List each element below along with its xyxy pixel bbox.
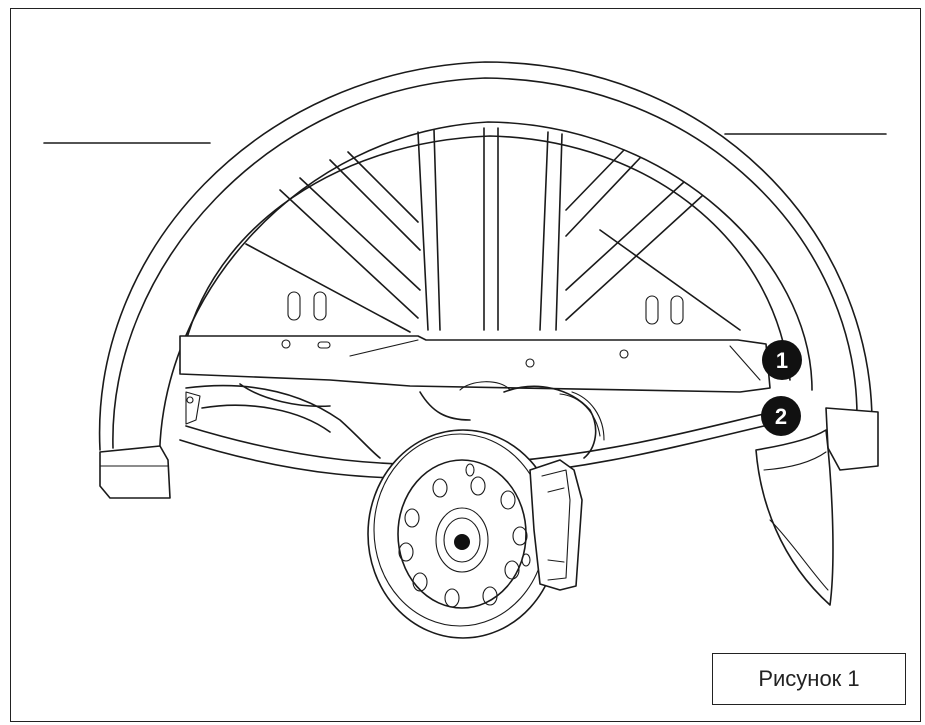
callout-1: 1: [762, 340, 802, 380]
brake-caliper: [530, 460, 582, 590]
figure-caption: Рисунок 1: [712, 653, 906, 705]
crossmember: [180, 336, 770, 392]
liner-ribs: [246, 128, 740, 332]
fender-liner: [100, 62, 878, 605]
callout-2-label: 2: [775, 404, 787, 429]
body-lines: [44, 134, 886, 143]
wheel-hub: [368, 430, 558, 638]
liner-holes: [288, 292, 683, 324]
callout-2: 2: [761, 396, 801, 436]
callout-1-label: 1: [776, 348, 788, 373]
